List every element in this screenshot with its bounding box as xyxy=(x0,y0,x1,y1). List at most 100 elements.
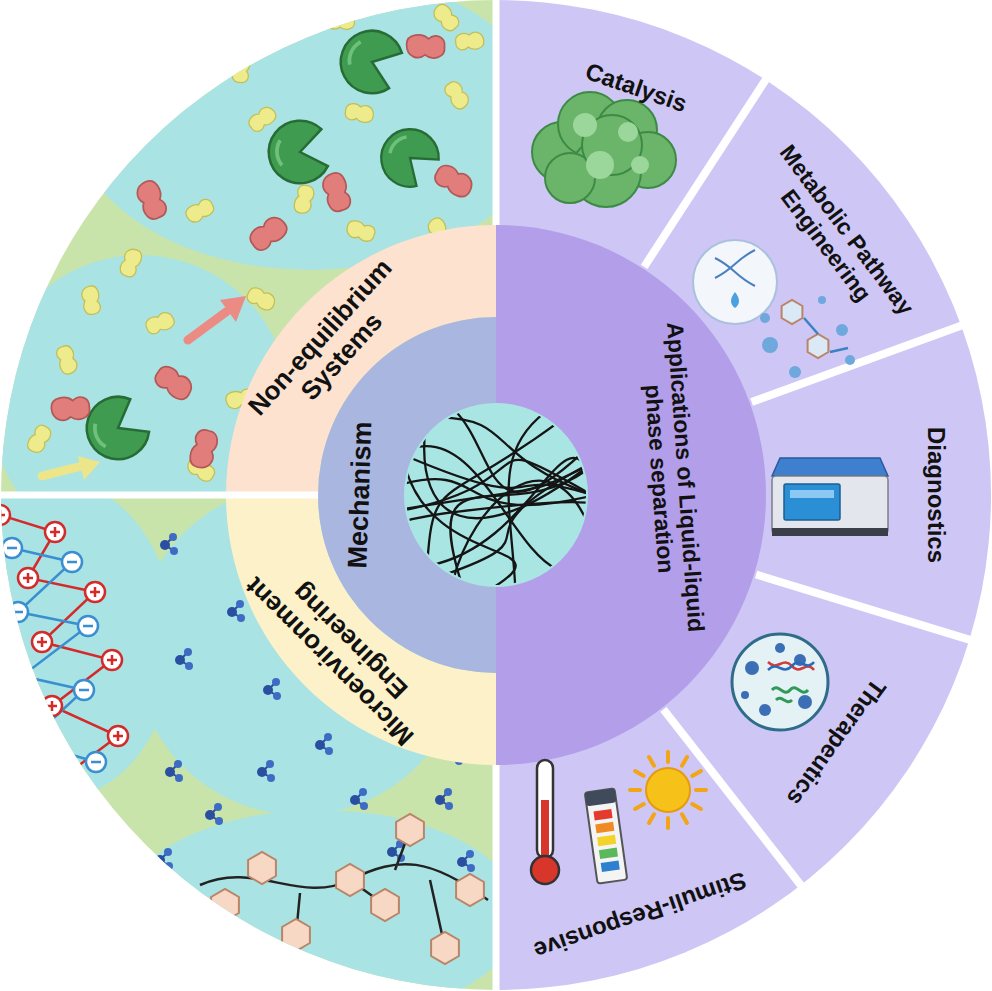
cell-icon xyxy=(693,240,777,324)
plus-sign xyxy=(47,701,57,711)
plus-sign xyxy=(37,637,47,647)
substrate-icon xyxy=(229,0,272,43)
section-label-box: Mechanism xyxy=(340,417,380,573)
sun-ray xyxy=(635,804,644,809)
substrate-body xyxy=(407,35,445,58)
positive-charge xyxy=(102,650,122,670)
molecule-atom xyxy=(236,600,244,608)
metabolite-dot xyxy=(818,296,826,304)
section-label: Catalysis xyxy=(582,58,690,118)
hexagon-unit xyxy=(396,814,424,846)
section-label-box: Applications of Liquid-liquid phase sepa… xyxy=(631,287,713,670)
enzyme-icon xyxy=(369,117,446,194)
molecule-atom xyxy=(444,788,452,796)
molecule-atom xyxy=(350,795,360,805)
section-label: Mechanism xyxy=(342,421,377,569)
minus-sign xyxy=(13,611,23,614)
hexagon-unit xyxy=(371,889,399,921)
molecule-atom xyxy=(170,547,178,555)
catalyst-highlight xyxy=(631,156,649,174)
sun-ray xyxy=(630,788,640,792)
molecule-atom xyxy=(165,767,175,777)
metabolite-dot xyxy=(845,355,855,365)
substrate-body xyxy=(344,103,374,124)
substrate-icon xyxy=(80,285,102,316)
enzyme-body xyxy=(332,22,406,100)
metabolite-dot xyxy=(762,337,778,353)
sun-ray xyxy=(696,788,706,792)
metabolite-dot xyxy=(789,366,801,378)
sun-ray xyxy=(666,818,670,828)
positive-charge xyxy=(85,582,105,602)
cargo-dot xyxy=(741,691,749,699)
molecule-atom xyxy=(184,648,192,656)
section-label-box: Metabolic Pathway Engineering xyxy=(740,123,932,352)
molecule-atom xyxy=(227,607,237,617)
plus-sign xyxy=(90,587,100,597)
sun-ray xyxy=(682,757,687,766)
minus-sign xyxy=(67,561,77,564)
ph-strip xyxy=(585,788,628,883)
enzyme-highlight xyxy=(91,424,108,448)
dna-strand xyxy=(768,662,814,670)
droplet-icon xyxy=(731,292,739,308)
arrow-head xyxy=(220,296,246,322)
minus-sign xyxy=(83,625,93,628)
catalyst-highlight xyxy=(586,151,614,179)
section-label-box: Microenvironment Engineering xyxy=(224,535,455,766)
thermometer-bulb xyxy=(531,856,559,884)
negative-charge xyxy=(86,752,106,772)
molecule-atom xyxy=(324,733,332,741)
minus-sign xyxy=(91,761,101,764)
transfer-arrow xyxy=(42,466,82,476)
arrow-head xyxy=(78,456,100,480)
negative-charge xyxy=(12,666,32,686)
dna-strand xyxy=(768,662,814,670)
quadrant-divider xyxy=(0,492,318,499)
catalyst-highlight xyxy=(573,113,597,137)
substrate-icon xyxy=(344,103,374,124)
molecule-atom xyxy=(169,533,177,541)
substrate-icon xyxy=(151,363,195,403)
sun-ray xyxy=(666,752,670,762)
metabolite-dot xyxy=(836,324,848,336)
positive-charge xyxy=(45,522,65,542)
substrate-icon xyxy=(246,213,290,254)
cargo-dot xyxy=(798,695,812,709)
section-label-box: Non-equilibrium Systems xyxy=(226,235,436,459)
molecule-atom xyxy=(445,802,453,810)
plus-sign xyxy=(107,655,117,665)
substrate-icon xyxy=(345,219,377,243)
machine-body xyxy=(772,476,888,534)
molecule-atom xyxy=(263,685,273,695)
molecule-atom xyxy=(214,803,222,811)
ph-band xyxy=(593,809,612,820)
substrate-body xyxy=(320,170,354,213)
protein-icon xyxy=(772,688,808,702)
substrate-icon xyxy=(25,423,53,456)
minus-sign xyxy=(7,547,17,550)
section-label: Applications of Liquid-liquid phase sepa… xyxy=(633,291,710,666)
molecule-atom xyxy=(467,864,475,872)
substrate-body xyxy=(51,395,91,421)
ph-band xyxy=(595,822,614,833)
molecule-atom xyxy=(466,850,474,858)
tangle-strand xyxy=(405,465,516,591)
cargo-dot xyxy=(759,704,771,716)
substrate-body xyxy=(133,178,169,222)
molecule-atom xyxy=(360,802,368,810)
strip-body xyxy=(585,788,628,883)
molecule-atom xyxy=(165,862,173,870)
section-label-box: Therapeutics xyxy=(777,669,894,814)
sun-ray xyxy=(692,804,701,809)
substrate-icon xyxy=(293,184,315,215)
substrate-body xyxy=(183,196,216,225)
substrate-icon xyxy=(183,196,216,225)
molecule-atom xyxy=(205,810,215,820)
plus-sign xyxy=(23,573,33,583)
molecule-bond xyxy=(804,318,848,352)
polymer-tangle xyxy=(401,409,592,591)
substrate-icon xyxy=(232,54,251,83)
section-label: Metabolic Pathway Engineering xyxy=(744,128,928,348)
